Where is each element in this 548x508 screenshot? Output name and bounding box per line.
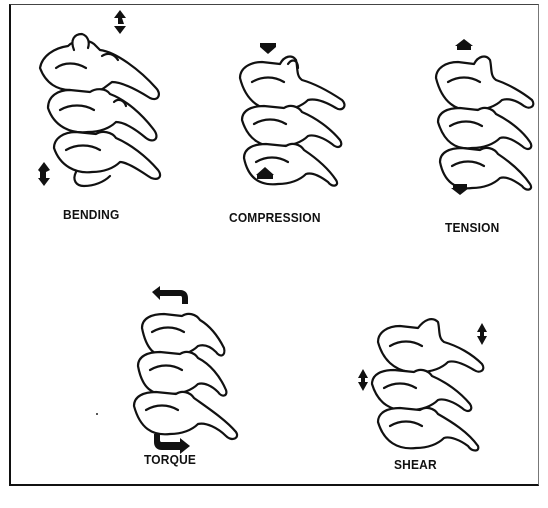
compression-arrow-top-icon [258, 42, 280, 56]
tension-vertebrae-icon [430, 48, 540, 198]
scan-speck [96, 413, 98, 415]
tension-arrow-top-icon [453, 38, 475, 52]
torque-panel [126, 300, 246, 450]
bending-panel [30, 10, 180, 210]
label-shear: SHEAR [394, 457, 437, 472]
label-torque: TORQUE [144, 452, 196, 467]
shear-arrow-left-icon [357, 368, 369, 392]
bending-arrow-bottom-icon [30, 10, 180, 210]
label-bending: BENDING [63, 207, 119, 222]
shear-arrow-right-icon [476, 322, 488, 346]
torque-vertebrae-icon [126, 300, 246, 450]
tension-panel [430, 48, 540, 198]
label-tension: TENSION [445, 220, 499, 235]
compression-panel [232, 40, 352, 190]
label-compression: COMPRESSION [229, 210, 321, 225]
torque-arrow-top-icon [150, 284, 190, 306]
compression-vertebrae-icon [232, 40, 352, 190]
compression-arrow-bottom-icon [254, 166, 276, 180]
tension-arrow-bottom-icon [449, 183, 471, 197]
